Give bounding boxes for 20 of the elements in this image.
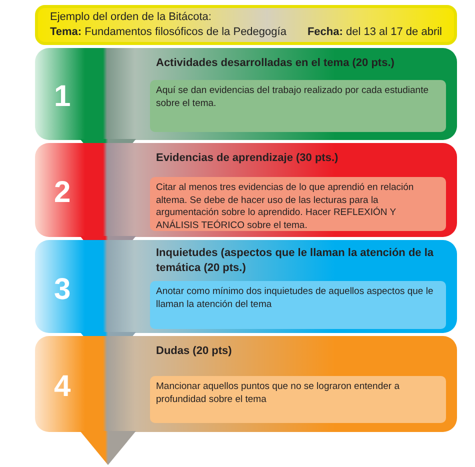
step-heading: Inquietudes (aspectos que le llaman la atención de la temática (20 pts.) xyxy=(156,246,435,276)
step-number: 3 xyxy=(54,274,71,304)
step-heading: Evidencias de aprendizaje (30 pts.) xyxy=(156,151,340,166)
description-text: Citar al menos tres evidencias de lo que aprendió en relación altema. Se debe de hacer uso de las lecturas para la argumentación sobre lo aprendido. Hacer REFLEXIÓN Y ANÁLISIS TEÓRICO sobre el tema. xyxy=(156,182,414,230)
header-title: Ejemplo del orden de la Bitácota: xyxy=(50,10,212,25)
header-box xyxy=(35,5,457,45)
description-box xyxy=(150,80,446,132)
description-text: Mancionar aquellos puntos que no se lograron entender a profundidad sobre el tema xyxy=(156,381,400,404)
description-text: Anotar como mínimo dos inquietudes de aquellos aspectos que le llaman la atención del tema xyxy=(156,286,434,310)
step-heading: Dudas (20 pts) xyxy=(156,344,233,359)
description-box xyxy=(150,177,446,231)
step-heading: Actividades desarrolladas en el tema (20 pts.) xyxy=(156,56,396,71)
step-number: 1 xyxy=(54,82,71,112)
step-number: 4 xyxy=(54,372,71,402)
description-text: Aquí se dan evidencias del trabajo realizado por cada estudiante sobre el tema. xyxy=(156,85,429,108)
step-number: 2 xyxy=(54,178,71,208)
description-box xyxy=(150,376,446,423)
topic-text: Tema: Fundamentos filosóficos de la Pedegogía xyxy=(50,25,286,40)
date-text: Fecha: del 13 al 17 de abril xyxy=(307,25,442,40)
description-box xyxy=(150,281,446,329)
